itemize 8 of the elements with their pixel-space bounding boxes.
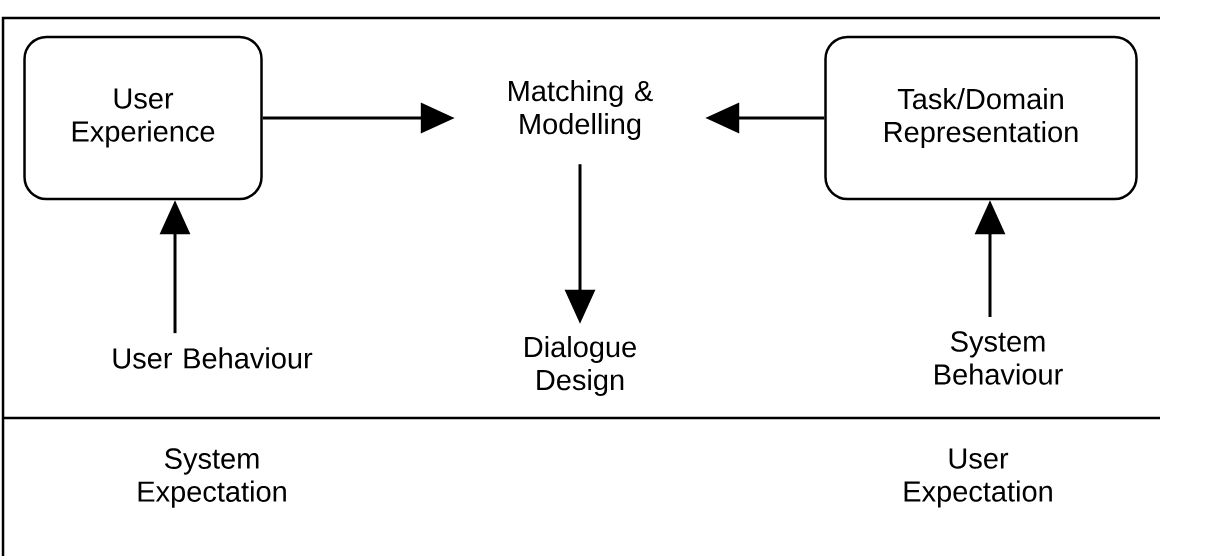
- text-label: User Behaviour: [113, 347, 313, 369]
- text-label: System Behaviour: [935, 331, 1063, 385]
- process-box: Task/Domain Representation: [824, 35, 1138, 201]
- text-label: User Expectation: [904, 448, 1052, 508]
- text-label: System Expectation: [138, 448, 286, 508]
- text-label: Matching & Modelling: [509, 80, 653, 140]
- text-label: Dialogue Design: [525, 336, 636, 396]
- process-box: User Experience: [23, 35, 263, 201]
